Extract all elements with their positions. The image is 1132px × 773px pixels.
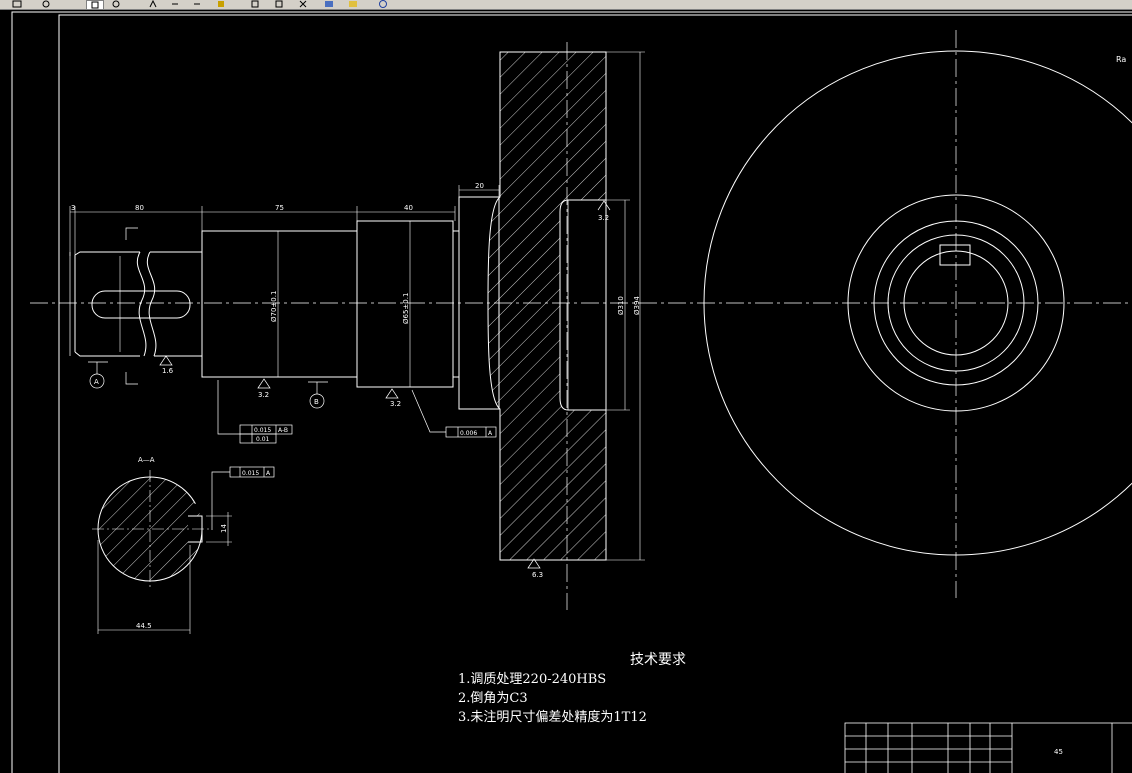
- zoom-realtime-icon[interactable]: [40, 0, 54, 8]
- fcf-1-value: 0.015: [254, 427, 271, 434]
- fcf-3-datum: A: [488, 430, 493, 437]
- fcf-1-datum: A-B: [278, 427, 288, 434]
- dim-3: 3: [71, 204, 75, 212]
- tech-requirements: 技术要求 1.调质处理220-240HBS 2.倒角为C3 3.未注明尺寸偏差处…: [458, 651, 686, 727]
- section-view: [92, 470, 232, 634]
- dim-75: 75: [275, 204, 284, 212]
- roughness-5: 6.3: [532, 571, 543, 579]
- fcf-1: [239, 424, 293, 444]
- datum-a-symbol: [88, 361, 108, 389]
- tech-item-2: 2.倒角为C3: [458, 691, 528, 706]
- roughness-symbols: [159, 200, 611, 569]
- title-block: [844, 722, 1132, 773]
- dim-40: 40: [404, 204, 413, 212]
- roughness-3: 3.2: [390, 400, 401, 408]
- dim-phi65: Ø65±0.1: [402, 293, 410, 324]
- toolbar: [0, 0, 1132, 10]
- paste-icon[interactable]: [248, 0, 262, 8]
- hub-section: [487, 51, 607, 561]
- section-label: A—A: [138, 456, 155, 464]
- fcf-4: [229, 466, 275, 478]
- corner-text: Ra: [1116, 55, 1126, 64]
- datum-a-label: A: [94, 378, 99, 386]
- drawing-canvas[interactable]: 3 80 75 40 20 Ø70±0.1 Ø65±0.1 Ø310 Ø394 …: [0, 10, 1132, 773]
- match-properties-icon[interactable]: [214, 0, 228, 8]
- fcf-3-value: 0.006: [460, 430, 477, 437]
- roughness-2: 3.2: [258, 391, 269, 399]
- dim-phi310: Ø310: [617, 296, 625, 315]
- zoom-previous-icon[interactable]: [110, 0, 124, 8]
- dim-80: 80: [135, 204, 144, 212]
- dim-14: 14: [220, 524, 228, 533]
- fcf-4-value: 0.015: [242, 470, 259, 477]
- fcf-leaders: [211, 380, 446, 530]
- pan-icon[interactable]: [146, 0, 160, 8]
- copy-icon[interactable]: [272, 0, 286, 8]
- roughness-1: 1.6: [162, 367, 174, 375]
- dim-20: 20: [475, 182, 484, 190]
- section-arrows: [125, 227, 138, 385]
- tech-item-1: 1.调质处理220-240HBS: [458, 672, 607, 687]
- tech-title: 技术要求: [630, 652, 686, 668]
- fcf-4-datum: A: [266, 470, 271, 477]
- title-block-text: 45: [1054, 748, 1063, 756]
- top-dimensions: [69, 51, 645, 561]
- undo-icon[interactable]: [168, 0, 182, 8]
- tech-item-3: 3.未注明尺寸偏差处精度为1T12: [458, 710, 647, 725]
- tool-icon-1[interactable]: [8, 0, 26, 8]
- design-center-icon[interactable]: [346, 0, 360, 8]
- dim-44-5: 44.5: [136, 622, 152, 630]
- shaft-body: [69, 196, 500, 410]
- datum-b-symbol: [308, 381, 328, 409]
- roughness-4: 3.2: [598, 214, 609, 222]
- redo-icon[interactable]: [190, 0, 204, 8]
- fcf-3: [445, 426, 497, 438]
- fcf-2-value: 0.01: [256, 436, 270, 443]
- properties-icon[interactable]: [322, 0, 336, 8]
- help-icon[interactable]: [376, 0, 390, 8]
- zoom-window-icon[interactable]: [86, 0, 104, 9]
- cut-icon[interactable]: [296, 0, 310, 8]
- datum-b-label: B: [314, 398, 319, 406]
- dim-phi70: Ø70±0.1: [270, 291, 278, 322]
- drawing-frame: [11, 11, 1132, 773]
- dim-phi394: Ø394: [633, 296, 641, 315]
